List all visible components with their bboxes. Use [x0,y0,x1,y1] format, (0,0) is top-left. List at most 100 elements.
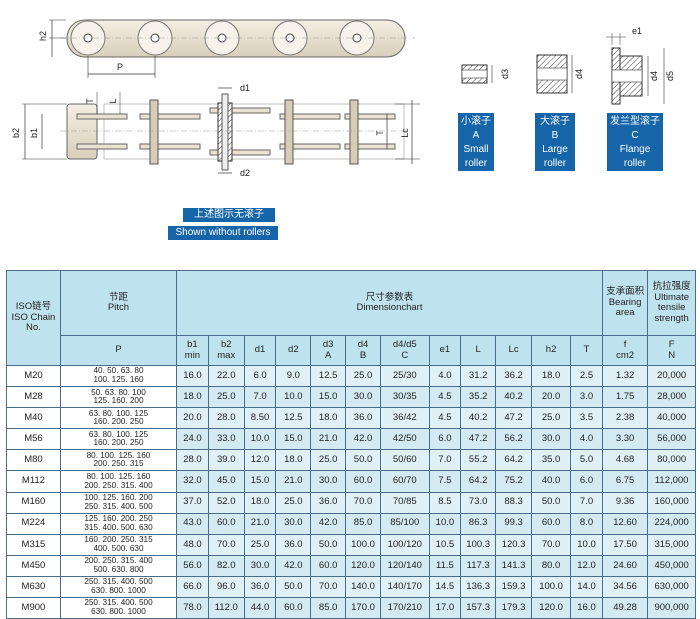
header-col-symbol: b2 [220,339,232,350]
pitch-values-line: 80. 100. 125. 160 [86,450,151,460]
value-cell: 64.2 [495,449,533,472]
dim-label-t-right: T [375,130,385,136]
header-col-symbol: d4 [357,339,369,350]
dim-label-b2: b2 [11,128,21,138]
pitch-values-line: 400. 500. 630 [93,543,144,553]
value-cell: 70/85 [379,491,430,514]
pitch-values-line: 100. 125. 160 [93,375,144,385]
value-cell: 112,000 [647,470,696,493]
value-cell: 179.3 [495,597,533,619]
value-cell: 70.0 [531,533,572,556]
value-cell: 20.0 [531,386,572,409]
roller-tag-a: 小滚子 A Small roller [458,113,494,171]
value-cell: 28.0 [207,407,245,430]
value-cell: 80.0 [531,554,572,577]
value-cell: 12.5 [310,364,347,388]
value-cell: 21.0 [243,512,277,535]
header-col-symbol: d1 [254,344,266,356]
chain-size-cell: M160 [6,491,61,514]
dim-label-d1: d1 [240,83,250,93]
dim-label-d5: d5 [665,71,675,81]
chain-technical-drawing: h2 P b2 b1 [11,19,675,178]
header-col-symbol: d4/d5 [392,339,417,350]
chain-size-cell: M28 [6,386,61,409]
value-cell: 18.0 [531,364,572,388]
dim-label-e1: e1 [632,26,642,36]
value-cell: 33.0 [207,428,245,451]
dim-label-d4-b: d4 [574,69,584,79]
value-cell: 21.0 [310,428,347,451]
header-col-10: h2 [531,335,572,366]
value-cell: 21.0 [275,470,312,493]
value-cell: 85/100 [379,512,430,535]
header-col-symbol: T [583,344,590,356]
caption-cn: 上述图示无滚子 [183,208,275,222]
caption-en: Shown without rollers [168,226,278,240]
value-cell: 18.0 [275,449,312,472]
pitch-values-line: 250. 315. 400. 500 [84,501,153,511]
roller-tag-a-cn: 小滚子 [461,116,491,127]
chain-size-cell: M450 [6,554,61,577]
chain-size-cell: M315 [6,533,61,556]
value-cell: 136.3 [460,575,497,599]
value-cell: 900,000 [647,597,696,619]
header-dimension-cn: 尺寸参数表 [365,291,414,303]
value-cell: 70.0 [207,533,245,556]
header-p: P [59,335,178,366]
header-col-unit: A [325,349,332,361]
dimension-table: ISO链号 ISO Chain No. 节距 Pitch 尺寸参数表 Dimen… [6,270,696,619]
header-iso-cn: ISO链号 [15,301,52,313]
header-col-3: d2 [275,335,312,366]
value-cell: 11.5 [428,554,462,577]
value-cell: 315,000 [647,533,696,556]
header-tensile: 抗拉强度 Ultimate tensile strength [647,270,696,336]
roller-tag-a-code: A [472,130,480,141]
value-cell: 42.0 [345,428,381,451]
value-cell: 85.0 [310,597,347,619]
header-col-unit: N [668,349,676,361]
pitch-values-line: 250. 315. 400. 500 [84,598,153,608]
value-cell: 100/120 [379,533,430,556]
value-cell: 96.0 [207,575,245,599]
chain-side-view: h2 P [38,19,415,78]
value-cell: 10.0 [428,512,462,535]
value-cell: 25.0 [275,491,312,514]
pitch-values-line: 200. 250. 315. 400 [84,480,153,490]
value-cell: 6.0 [243,364,277,388]
pitch-values-line: 40. 50. 63. 80 [93,366,144,376]
value-cell: 48.0 [176,533,209,556]
value-cell: 17.50 [601,533,649,556]
roller-tag-b-en1: Large [542,144,568,155]
header-tensile-en3: strength [654,312,689,324]
header-pitch: 节距 Pitch [59,270,178,336]
dim-label-lc: Lc [400,128,410,138]
value-cell: 3.0 [570,386,603,409]
roller-tag-b-code: B [551,130,559,141]
pitch-values-line: 315. 400. 500. 630 [84,522,153,532]
header-pitch-cn: 节距 [108,291,128,303]
header-col-unit: C [401,349,409,361]
value-cell: 49.28 [601,597,649,619]
dim-label-t-left: T [85,98,95,104]
roller-tag-a-en2: roller [464,158,488,169]
value-cell: 60.0 [275,597,312,619]
roller-tag-c-en2: roller [623,158,647,169]
value-cell: 12.5 [275,407,312,430]
value-cell: 18.0 [243,491,277,514]
pitch-values-line: 63. 80. 100. 125 [88,429,149,439]
header-dimension-en: Dimensionchart [356,302,423,313]
value-cell: 112.0 [207,597,245,619]
